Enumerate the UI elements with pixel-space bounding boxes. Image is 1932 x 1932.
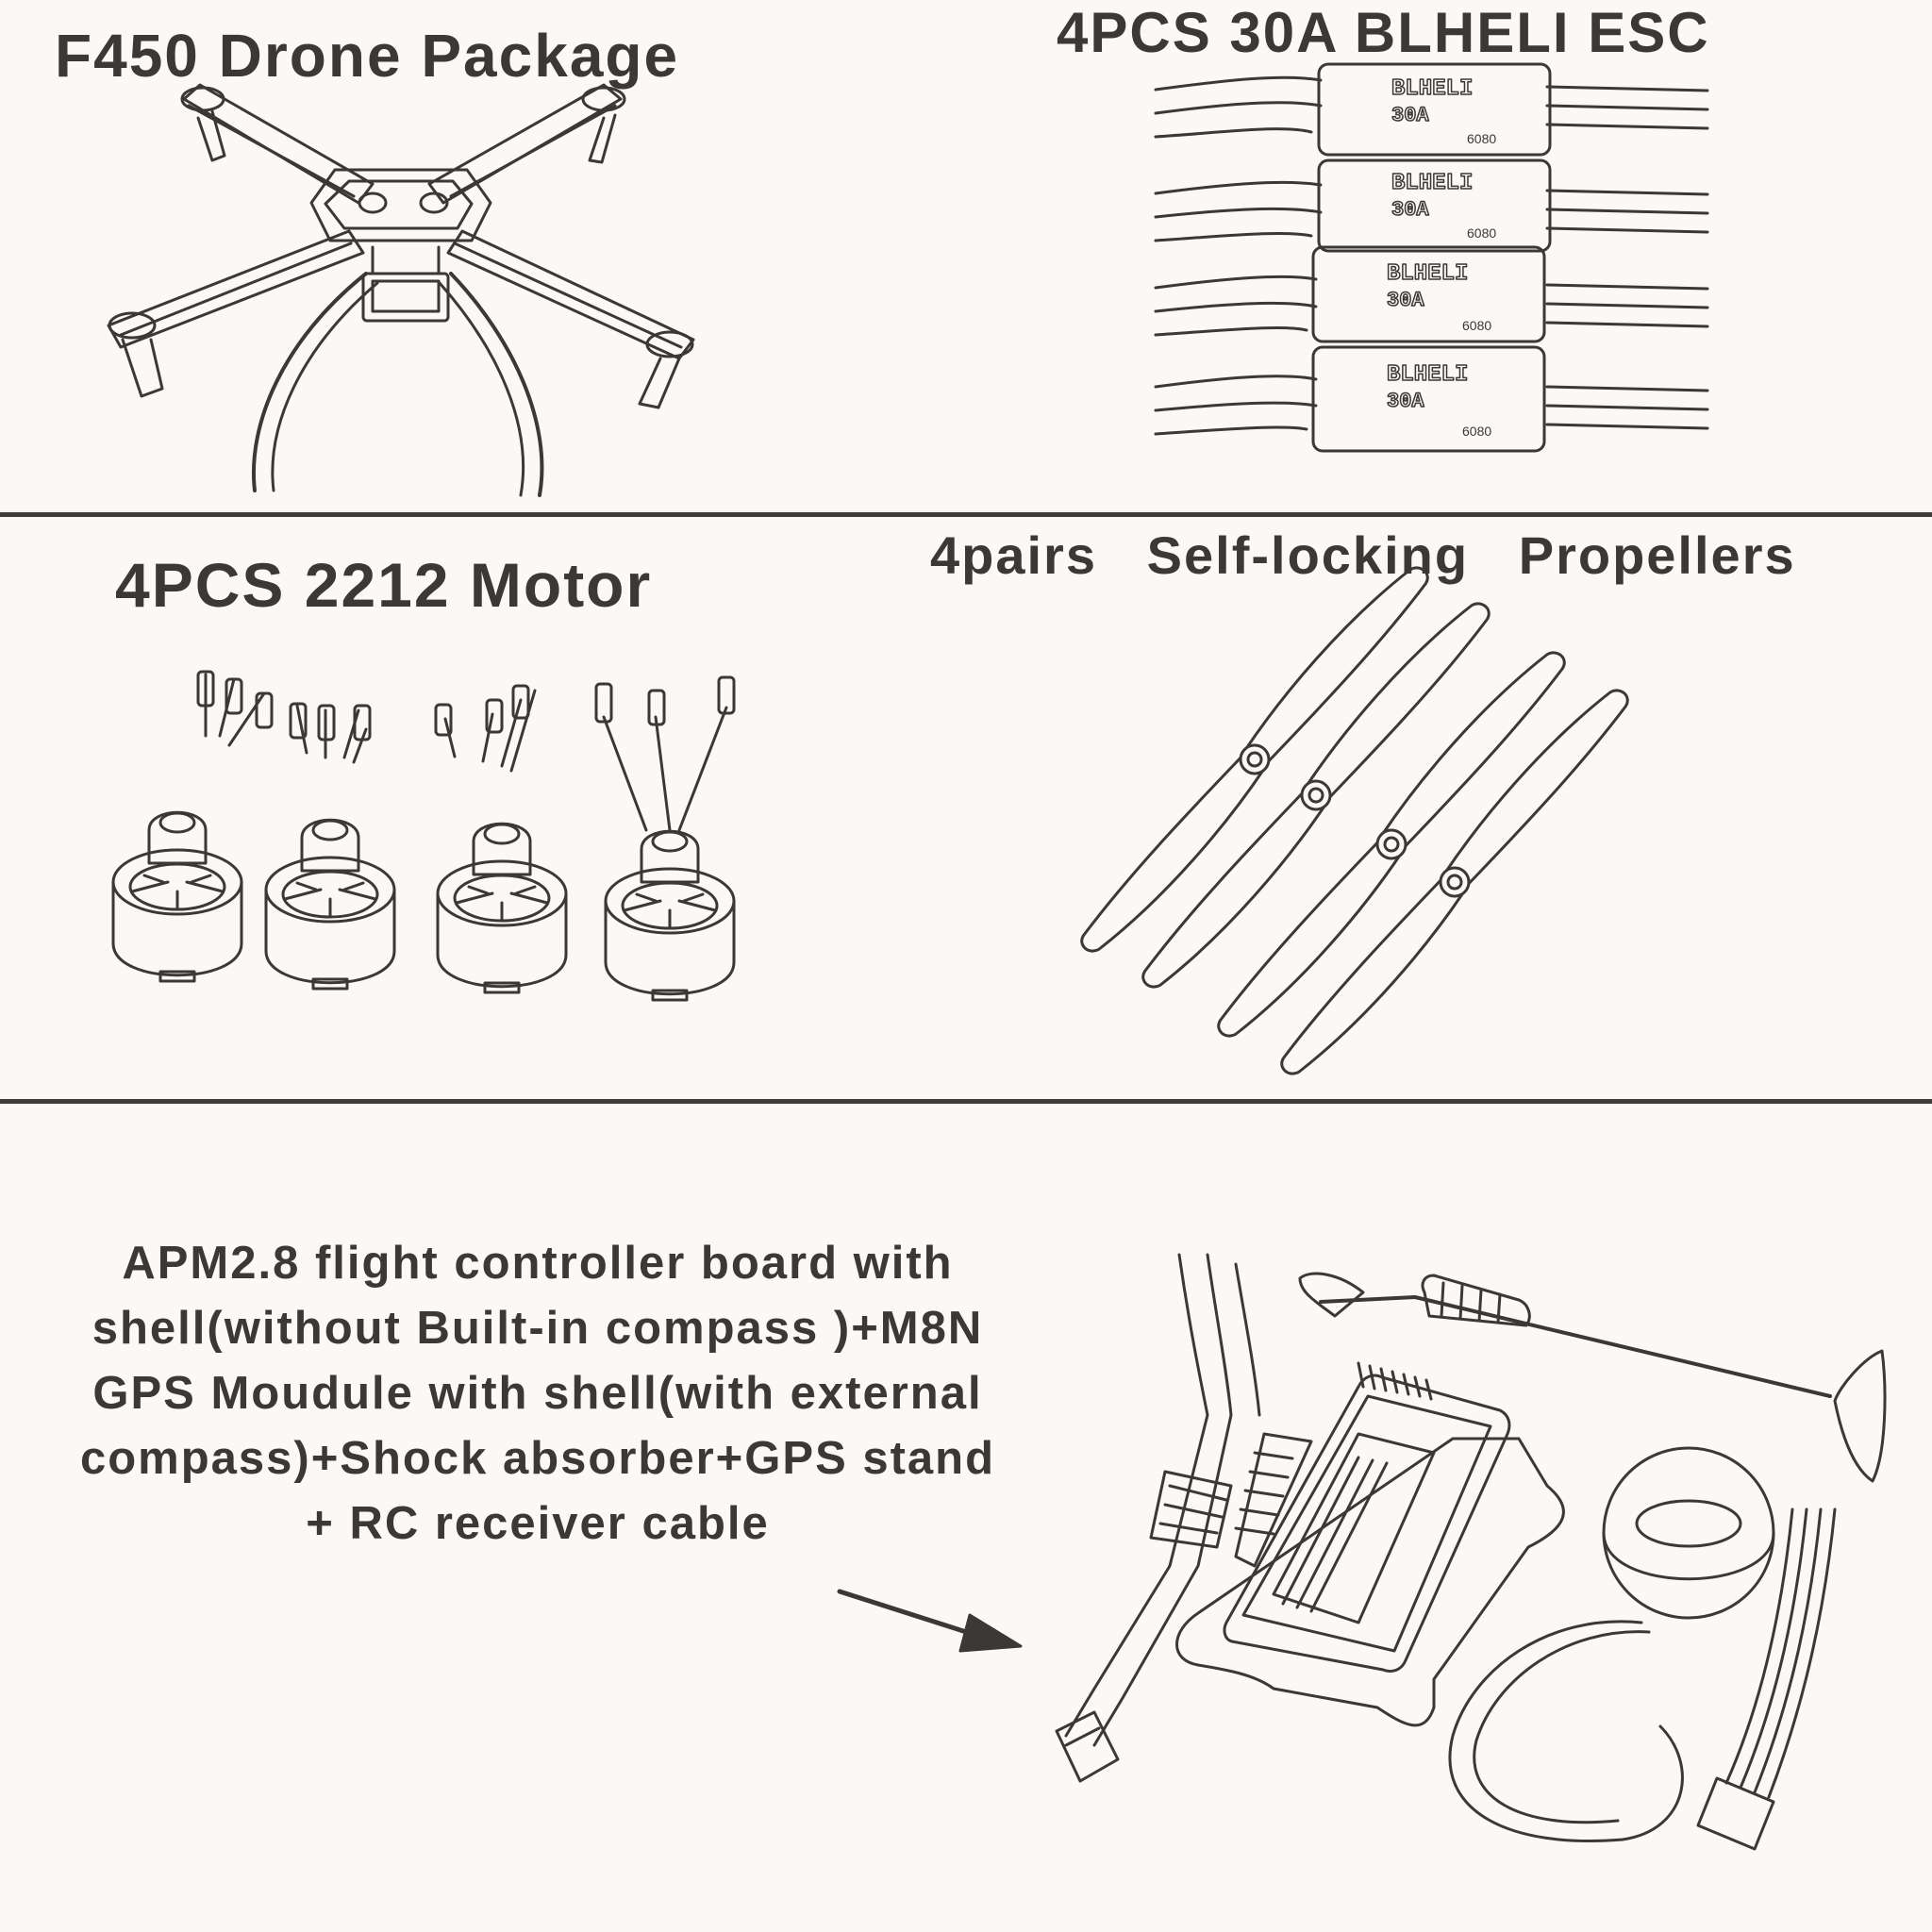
esc-label-code: 6080 [1462,318,1491,333]
esc-unit: BLHELI 30A 6080 [1154,158,1709,253]
esc-label-code: 6080 [1462,424,1491,439]
esc-label-brand: BLHELI [1391,171,1473,196]
esc-unit: BLHELI 30A 6080 [1154,345,1709,453]
propellers-illustration [1080,566,1629,1075]
esc-label-code: 6080 [1467,225,1496,241]
arrow-icon [837,1589,1023,1653]
motor-unit [434,684,568,994]
esc-unit: BLHELI 30A 6080 [1154,62,1709,157]
motor-unit [594,675,736,1002]
propeller [1080,566,1429,953]
drone-frame-illustration [107,83,695,497]
propeller [1141,602,1491,989]
motor-unit [264,702,396,991]
esc-label-brand: BLHELI [1391,76,1473,102]
motor-title: 4PCS 2212 Motor [115,550,653,620]
divider-top [0,512,1932,517]
esc-label-brand: BLHELI [1387,261,1468,287]
esc-label-amp: 30A [1391,104,1429,127]
divider-bottom [0,1099,1932,1104]
propellers-title: 4pairs Self-locking Propellers [930,525,1796,585]
esc-label-amp: 30A [1391,198,1429,222]
motor-illustration [111,670,736,1002]
esc-illustration: BLHELI 30A 6080 BLHELI 30A 6080 BLHELI 3… [1154,62,1709,453]
propeller [1280,689,1629,1075]
esc-title: 4PCS 30A BLHELI ESC [1057,1,1710,64]
description-line: compass)+Shock absorber+GPS stand [79,1433,996,1484]
description-line: APM2.8 flight controller board with [122,1238,954,1289]
description-line: + RC receiver cable [306,1498,770,1549]
esc-unit: BLHELI 30A 6080 [1154,245,1709,343]
esc-label-amp: 30A [1387,289,1424,312]
controller-description: APM2.8 flight controller board with shel… [28,1231,1047,1557]
flight-controller-kit-illustration [1055,1253,1887,1851]
description-line: shell(without Built-in compass )+M8N [92,1303,984,1354]
frame-title: F450 Drone Package [55,22,680,90]
propeller [1217,651,1566,1038]
esc-label-code: 6080 [1467,131,1496,146]
esc-label-brand: BLHELI [1387,362,1468,388]
motor-unit [111,670,274,983]
description-line: GPS Moudule with shell(with external [92,1368,983,1419]
esc-label-amp: 30A [1387,390,1424,413]
